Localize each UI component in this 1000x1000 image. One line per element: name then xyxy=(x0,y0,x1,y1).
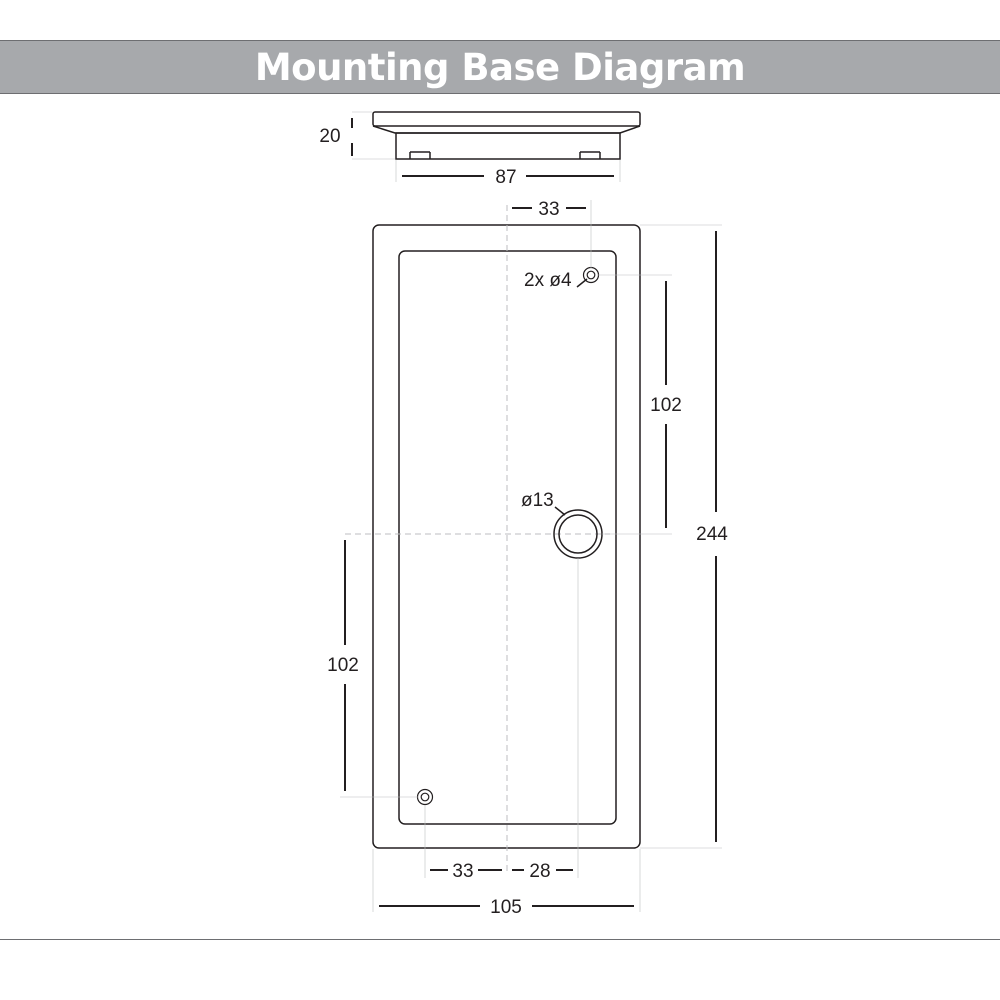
label-hole-offset-bottom: 33 xyxy=(452,861,473,882)
extension-lines xyxy=(340,200,722,912)
dim-side-height xyxy=(351,111,395,160)
title-banner: Mounting Base Diagram xyxy=(0,40,1000,94)
label-total-height: 244 xyxy=(696,524,728,545)
label-hole-offset-top: 33 xyxy=(538,199,559,220)
center-lines xyxy=(345,205,610,875)
leader-center-hole xyxy=(554,506,566,516)
dim-side-width xyxy=(395,160,621,182)
label-total-width: 105 xyxy=(490,897,522,918)
label-hole-spacing-left: 102 xyxy=(327,655,359,676)
page-title: Mounting Base Diagram xyxy=(254,45,746,89)
label-hole-spacing-right: 102 xyxy=(650,395,682,416)
side-view xyxy=(372,111,641,160)
label-side-height: 20 xyxy=(319,126,340,147)
mounting-hole-bottom xyxy=(416,788,434,806)
leader-small-holes xyxy=(576,278,588,288)
label-center-hole: ø13 xyxy=(521,490,554,511)
label-small-holes: 2x ø4 xyxy=(524,270,572,291)
bottom-divider xyxy=(0,939,1000,940)
label-side-width: 87 xyxy=(495,167,516,188)
label-center-offset: 28 xyxy=(529,861,550,882)
